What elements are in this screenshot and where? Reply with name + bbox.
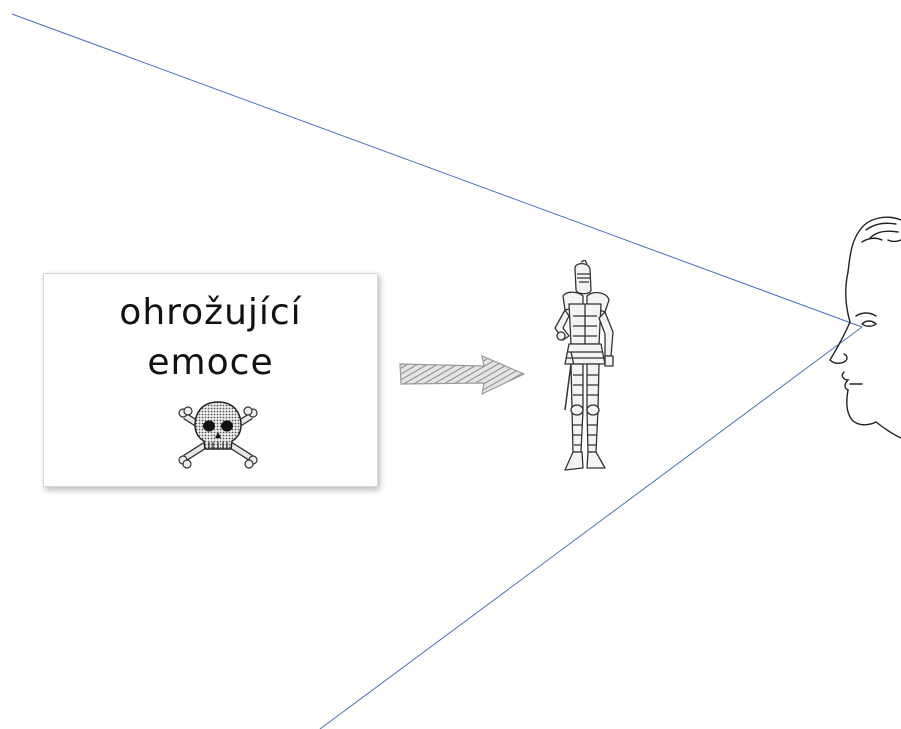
threatening-emotions-card: ohrožující emoce xyxy=(43,273,378,487)
human-head-profile-illustration xyxy=(826,212,901,442)
skull-and-crossbones-icon xyxy=(177,398,259,470)
armored-knight-illustration xyxy=(535,260,635,485)
card-label-line2: emoce xyxy=(44,338,377,388)
card-label-line1: ohrožující xyxy=(44,288,377,338)
card-label: ohrožující emoce xyxy=(44,288,377,388)
hatched-arrow-icon xyxy=(398,352,526,398)
